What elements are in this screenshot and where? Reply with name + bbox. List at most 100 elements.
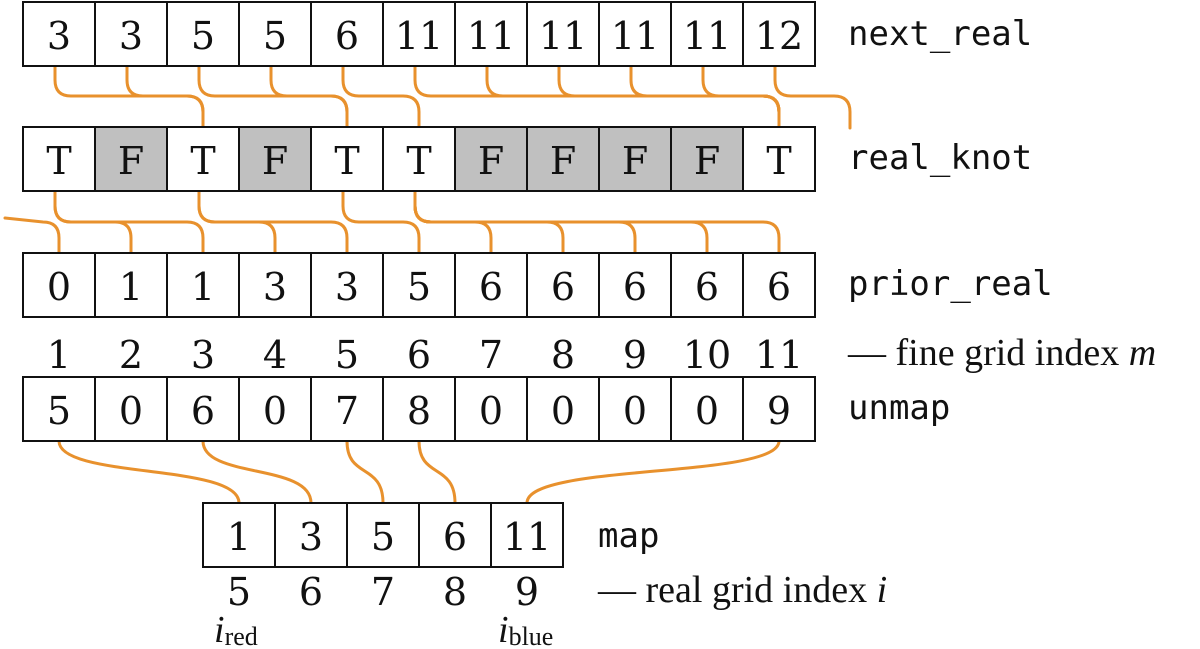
next-real-cell: 11 xyxy=(598,1,672,67)
next-real-cell: 11 xyxy=(526,1,600,67)
prior-real-cell-value: 6 xyxy=(479,265,503,309)
real-knot-cell-box xyxy=(166,126,240,192)
real-knot-cell-value: F xyxy=(262,139,288,183)
unmap-cell-value: 0 xyxy=(695,389,719,433)
real-index-label-prefix: — real grid index xyxy=(597,569,877,611)
next-real-connector xyxy=(269,64,349,129)
unmap-map-connector xyxy=(201,439,313,505)
next-real-cell-box xyxy=(454,1,528,67)
unmap-cell: 0 xyxy=(94,376,168,442)
fine-index-value: 9 xyxy=(623,333,647,377)
next-real-connector xyxy=(701,64,781,129)
prior-real-cell: 3 xyxy=(238,252,312,318)
real-index-value: 7 xyxy=(371,570,395,614)
real-knot-cell-box xyxy=(454,126,528,192)
unmap-cell-value: 0 xyxy=(479,389,503,433)
real-knot-cell: T xyxy=(310,126,384,192)
real-index-value: 6 xyxy=(299,570,323,614)
prior-real-connector xyxy=(413,189,781,255)
real-knot-cell-value: F xyxy=(622,139,648,183)
next-real-cell-value: 5 xyxy=(191,14,215,58)
real-knot-cell: F xyxy=(598,126,672,192)
fine-index-value: 1 xyxy=(47,333,71,377)
real-knot-cell: T xyxy=(382,126,456,192)
prior-real-cell-value: 6 xyxy=(623,265,647,309)
map-cell-box xyxy=(274,502,348,568)
prior-real-connector xyxy=(197,189,349,255)
next-real-cell-value: 12 xyxy=(755,14,803,58)
next-real-cell-value: 3 xyxy=(119,14,143,58)
next-real-cell-value: 5 xyxy=(263,14,287,58)
real-knot-cell-value: T xyxy=(766,139,791,183)
fine-index-value: 6 xyxy=(407,333,431,377)
prior-real-connector xyxy=(53,189,205,255)
unmap-map-connector xyxy=(525,439,781,505)
prior-real-cell: 6 xyxy=(454,252,528,318)
unmap-map-connector xyxy=(57,439,241,505)
map-cell-value: 5 xyxy=(371,515,395,559)
fine-index-value: 11 xyxy=(755,333,803,377)
real-knot-cell-value: T xyxy=(334,139,359,183)
real-knot-cell-box xyxy=(382,126,456,192)
real-knot-cell: F xyxy=(94,126,168,192)
next-real-cell: 5 xyxy=(238,1,312,67)
real-knot-cell-value: F xyxy=(118,139,144,183)
next-real-cell-box xyxy=(670,1,744,67)
map-cell: 3 xyxy=(274,502,348,568)
unmap-cell: 5 xyxy=(22,376,96,442)
prior-real-cell-box xyxy=(598,252,672,318)
real-knot-cell-box xyxy=(742,126,816,192)
unmap-cell-value: 7 xyxy=(335,389,359,433)
fine-index-value: 3 xyxy=(191,333,215,377)
next-real-cell-value: 6 xyxy=(335,14,359,58)
prior-real-cell-box xyxy=(670,252,744,318)
fine-index-value: 2 xyxy=(119,333,143,377)
next-real-cell-value: 11 xyxy=(539,14,587,58)
prior-real-cell-box xyxy=(454,252,528,318)
unmap-cell-value: 5 xyxy=(47,389,71,433)
unmap-cell-value: 9 xyxy=(767,389,791,433)
real-knot-cell: F xyxy=(526,126,600,192)
real-knot-cell: F xyxy=(238,126,312,192)
fine-index-value: 7 xyxy=(479,333,503,377)
prior-real-cell-box xyxy=(238,252,312,318)
map-cell: 5 xyxy=(346,502,420,568)
next-real-cell: 3 xyxy=(22,1,96,67)
prior-real-cell-value: 6 xyxy=(695,265,719,309)
real-knot-cell-value: T xyxy=(190,139,215,183)
real-knot-cell-value: F xyxy=(550,139,576,183)
real-index-value: 5 xyxy=(227,570,251,614)
next-real-cell-box xyxy=(238,1,312,67)
prior-real-connector xyxy=(341,189,421,255)
real-index-label: — real grid index i xyxy=(597,569,887,611)
unmap-cell: 8 xyxy=(382,376,456,442)
i-red-sub: red xyxy=(225,622,258,649)
prior-real-cell-value: 1 xyxy=(191,265,215,309)
real-knot-cell: T xyxy=(166,126,240,192)
prior-real-cell-value: 6 xyxy=(767,265,791,309)
prior-real-cell-value: 5 xyxy=(407,265,431,309)
next-real-cell: 12 xyxy=(742,1,816,67)
prior-real-label: prior_real xyxy=(848,264,1053,304)
unmap-label: unmap xyxy=(848,388,950,428)
next-real-connector xyxy=(773,64,852,130)
unmap-cell-value: 0 xyxy=(551,389,575,433)
map-label: map xyxy=(598,516,659,556)
unmap-cell: 6 xyxy=(166,376,240,442)
map-cell-value: 6 xyxy=(443,515,467,559)
real-knot-cell-value: T xyxy=(46,139,71,183)
prior-real-cell-box xyxy=(22,252,96,318)
prior-real-cell: 1 xyxy=(94,252,168,318)
i-red-marker: ired xyxy=(214,609,258,649)
i-blue-marker: iblue xyxy=(498,609,553,649)
unmap-cell: 0 xyxy=(670,376,744,442)
i-red-var: i xyxy=(214,609,225,649)
next-real-cell: 11 xyxy=(670,1,744,67)
prior-real-cell-value: 0 xyxy=(47,265,71,309)
next-real-cell-box xyxy=(166,1,240,67)
real-knot-cell: F xyxy=(670,126,744,192)
map-cell-value: 11 xyxy=(503,515,551,559)
prior-real-cell-box xyxy=(382,252,456,318)
